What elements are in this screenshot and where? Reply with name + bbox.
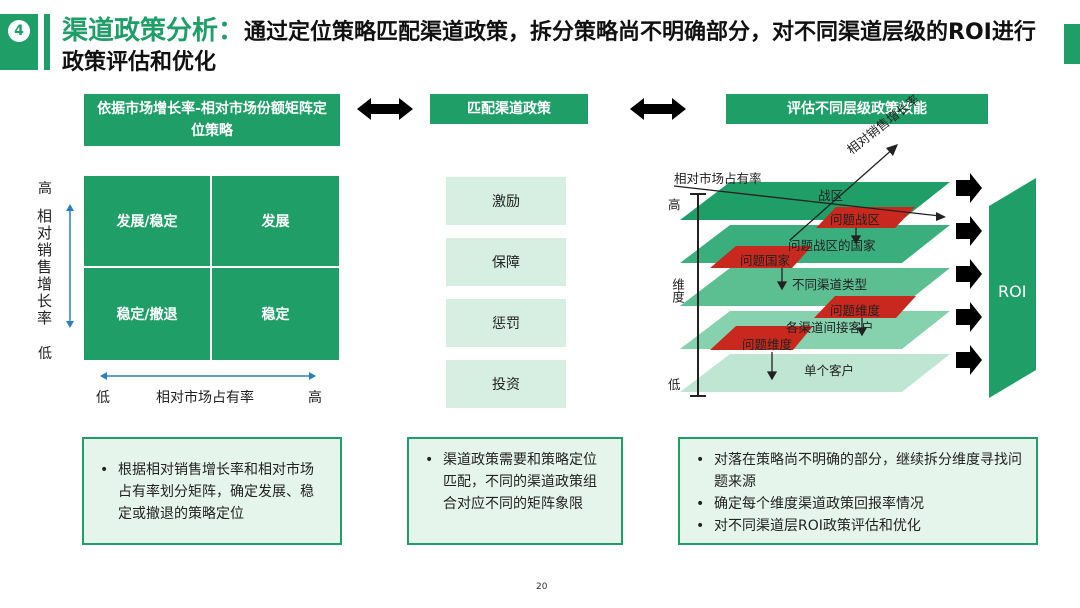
middle-note-item: 渠道政策需要和策略定位匹配，不同的渠道政策组合对应不同的矩阵象限 <box>419 449 607 515</box>
x-axis-high-label: 高 <box>308 390 322 406</box>
matrix-cell-develop-stable: 发展/稳定 <box>84 176 210 266</box>
matrix-cell-develop: 发展 <box>212 176 339 266</box>
page-title-rest: 通过定位策略匹配渠道政策，拆分策略尚不明确部分，对不同渠道层级的ROI进行政策评… <box>62 20 1036 75</box>
x-axis-low-label: 低 <box>96 390 110 406</box>
layers-vertical-label: 维度 <box>670 278 685 303</box>
page-number: 20 <box>536 582 548 592</box>
right-note-box: 对落在策略尚不明确的部分，继续拆分维度寻找问题来源 确定每个维度渠道政策回报率情… <box>678 437 1038 545</box>
policy-punishment: 惩罚 <box>446 299 566 347</box>
matrix-cell-stable: 稳定 <box>212 268 339 360</box>
left-note-box: 根据相对销售增长率和相对市场占有率划分矩阵，确定发展、稳定或撤退的策略定位 <box>82 437 342 545</box>
problem-patch-4 <box>710 326 813 350</box>
problem-patch-1 <box>816 207 915 228</box>
right-note-item-3: 对不同渠道层ROI政策评估和优化 <box>690 515 1022 537</box>
layers-low-label: 低 <box>668 377 681 392</box>
layer-label-4: 问题国家 <box>740 253 791 268</box>
layer-label-3: 问题战区的国家 <box>788 238 876 253</box>
middle-note-box: 渠道政策需要和策略定位匹配，不同的渠道政策组合对应不同的矩阵象限 <box>407 437 623 545</box>
right-column-header: 评估不同层级政策效能 <box>726 94 988 124</box>
double-arrow-icon <box>357 98 413 120</box>
layer-5 <box>680 354 950 392</box>
y-axis-high-label: 高 <box>38 181 52 197</box>
layer-label-2: 问题战区 <box>830 212 881 227</box>
double-arrow-icon <box>630 98 686 120</box>
page-title: 渠道政策分析：通过定位策略匹配渠道政策，拆分策略尚不明确部分，对不同渠道层级的R… <box>62 16 1052 78</box>
layer-label-5: 不同渠道类型 <box>792 277 868 292</box>
policy-incentive: 激励 <box>446 177 566 225</box>
left-column-header: 依据市场增长率-相对市场份额矩阵定位策略 <box>84 94 340 146</box>
middle-column-header: 匹配渠道政策 <box>430 94 588 124</box>
header-accent-bar <box>44 14 50 70</box>
layers-high-label: 高 <box>668 197 681 212</box>
policy-investment: 投资 <box>446 360 566 408</box>
y-axis-low-label: 低 <box>38 346 52 362</box>
x-axis-label: 相对市场占有率 <box>156 390 254 406</box>
right-note-item-2: 确定每个维度渠道政策回报率情况 <box>690 493 1022 515</box>
layer-1 <box>680 182 950 220</box>
layers-axis-top-label: 相对市场占有率 <box>674 171 762 186</box>
matrix-cell-stable-withdraw: 稳定/撤退 <box>84 268 210 360</box>
problem-patch-2 <box>710 246 812 268</box>
x-axis-arrow-icon <box>100 372 316 380</box>
right-note-item-1: 对落在策略尚不明确的部分，继续拆分维度寻找问题来源 <box>690 449 1022 493</box>
section-number: 4 <box>8 20 30 42</box>
left-note-item: 根据相对销售增长率和相对市场占有率划分矩阵，确定发展、稳定或撤退的策略定位 <box>94 459 326 525</box>
roi-label: ROI <box>998 282 1027 301</box>
layer-label-1: 战区 <box>818 188 844 203</box>
layer-label-8: 问题维度 <box>742 337 793 352</box>
layer-diagram <box>673 144 1036 398</box>
y-axis-label: 相对销售增长率 <box>35 208 53 327</box>
layer-label-9: 单个客户 <box>804 363 855 378</box>
policy-guarantee: 保障 <box>446 238 566 286</box>
page-title-highlight: 渠道政策分析： <box>62 16 245 46</box>
y-axis-arrow-icon <box>66 204 74 328</box>
right-accent-bar <box>1064 24 1080 64</box>
problem-patch-3 <box>814 296 916 318</box>
layer-label-7: 各渠道间接客户 <box>786 320 874 335</box>
layer-label-6: 问题维度 <box>830 303 881 318</box>
roi-block <box>989 178 1036 398</box>
